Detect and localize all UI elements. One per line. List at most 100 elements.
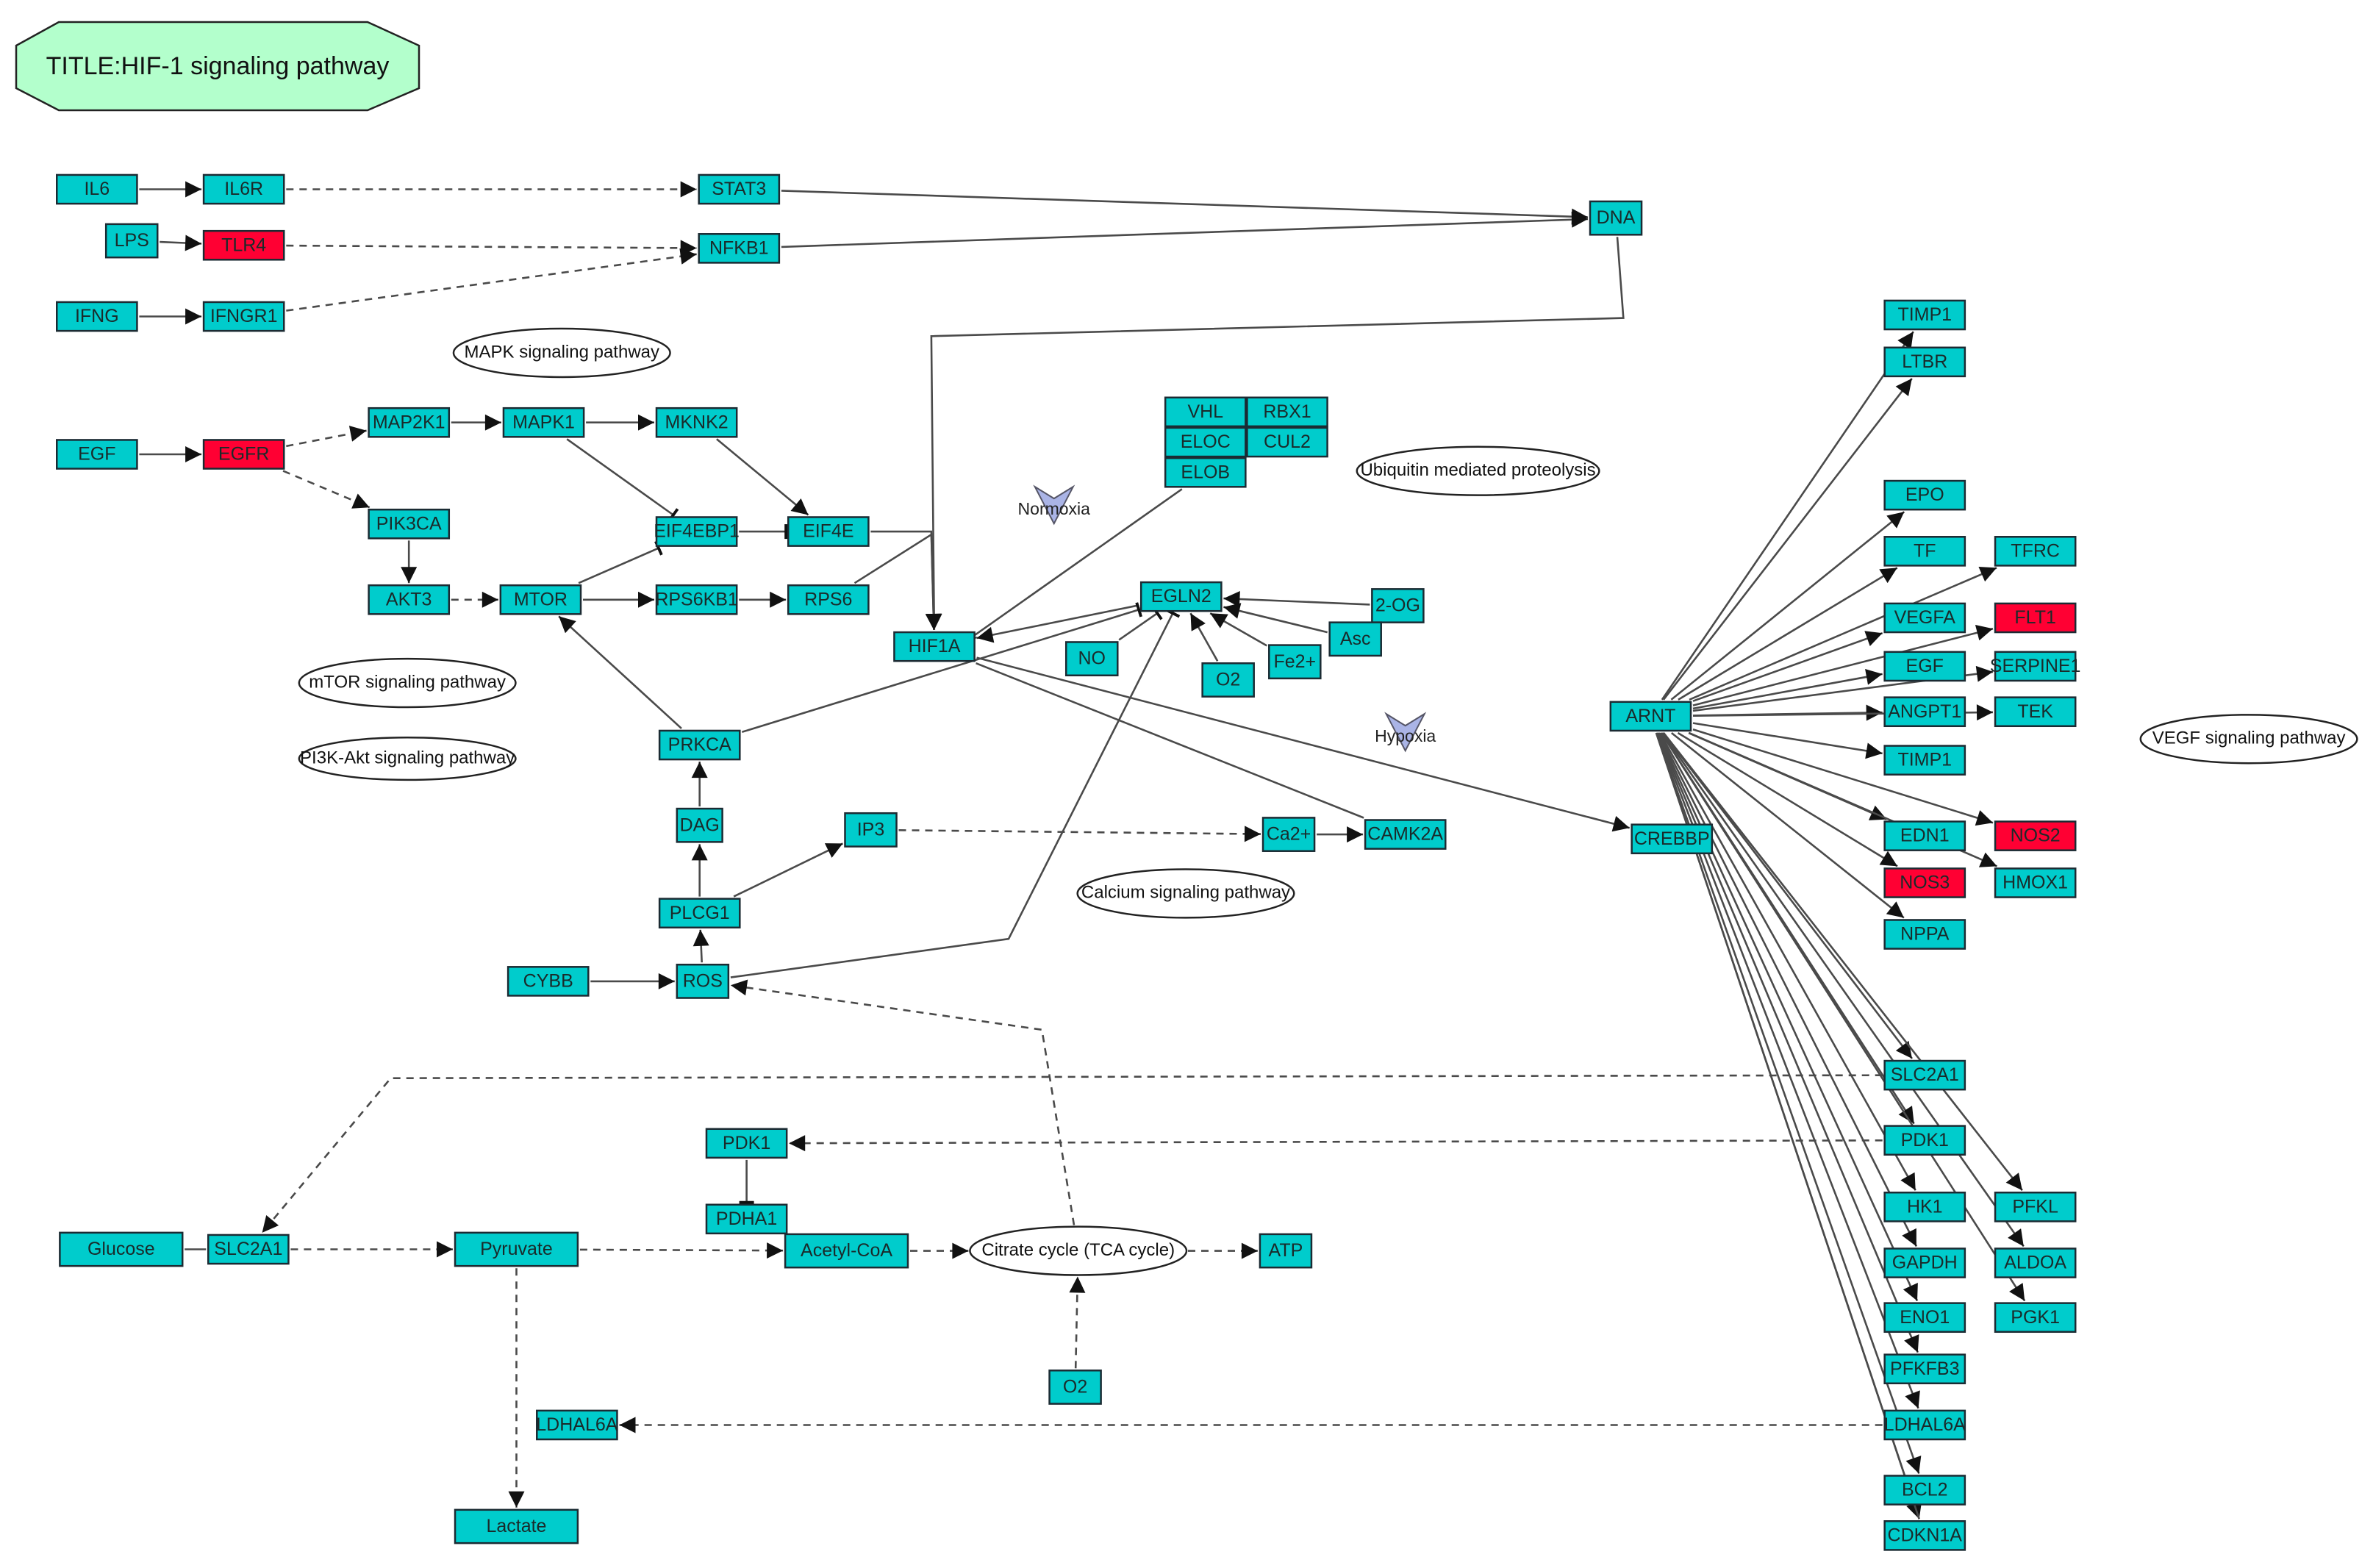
pathway-ubiq[interactable]: Ubiquitin mediated proteolysis <box>1356 445 1600 496</box>
node-label: RPS6 <box>804 589 852 609</box>
node-plcg1[interactable]: PLCG1 <box>658 898 741 928</box>
pathway-pi3k[interactable]: PI3K-Akt signaling pathway <box>298 736 517 781</box>
node-vegfa[interactable]: VEGFA <box>1883 602 1966 634</box>
node-lactate[interactable]: Lactate <box>454 1508 579 1544</box>
node-og2[interactable]: 2-OG <box>1371 588 1425 623</box>
node-no[interactable]: NO <box>1064 641 1119 677</box>
node-dag[interactable]: DAG <box>676 807 723 843</box>
node-camk2a[interactable]: CAMK2A <box>1364 819 1447 850</box>
node-cdkn1a[interactable]: CDKN1A <box>1883 1520 1966 1551</box>
node-pdk1_r[interactable]: PDK1 <box>1883 1125 1966 1156</box>
node-serpine1[interactable]: SERPINE1 <box>1990 651 2081 682</box>
node-box <box>368 584 451 615</box>
node-box <box>454 1508 579 1544</box>
node-label: MKNK2 <box>665 412 729 432</box>
node-pik3ca[interactable]: PIK3CA <box>368 508 451 540</box>
node-nfkb1[interactable]: NFKB1 <box>698 233 781 264</box>
node-ltbr[interactable]: LTBR <box>1883 346 1966 378</box>
pathway-vegf[interactable]: VEGF signaling pathway <box>2139 714 2358 765</box>
node-egfr[interactable]: EGFR <box>202 439 285 470</box>
node-egln2[interactable]: EGLN2 <box>1139 581 1223 612</box>
node-tf[interactable]: TF <box>1883 536 1966 567</box>
node-nos2[interactable]: NOS2 <box>1994 820 2077 851</box>
node-crebbp[interactable]: CREBBP <box>1631 823 1714 855</box>
node-glucose[interactable]: Glucose <box>59 1231 184 1267</box>
node-box <box>1883 602 1966 634</box>
node-pdk1_l[interactable]: PDK1 <box>705 1128 788 1159</box>
node-timp1a[interactable]: TIMP1 <box>1883 299 1966 331</box>
node-pyruvate[interactable]: Pyruvate <box>454 1231 579 1267</box>
node-hif1a[interactable]: HIF1A <box>893 631 976 662</box>
node-edn1[interactable]: EDN1 <box>1883 820 1966 851</box>
node-akt3[interactable]: AKT3 <box>368 584 451 615</box>
node-nos3[interactable]: NOS3 <box>1883 867 1966 898</box>
edge-rps6-to-hif1a <box>853 532 942 631</box>
node-box <box>1883 1059 1966 1091</box>
node-o2b[interactable]: O2 <box>1048 1370 1102 1405</box>
node-acetylcoa[interactable]: Acetyl-CoA <box>784 1233 909 1269</box>
node-eloc[interactable]: ELOC <box>1164 426 1247 458</box>
node-egf_r[interactable]: EGF <box>1883 651 1966 682</box>
pathway-tca[interactable]: Citrate cycle (TCA cycle) <box>969 1225 1188 1276</box>
node-ldhal6a_l[interactable]: LDHAL6A <box>536 1409 618 1441</box>
node-il6r[interactable]: IL6R <box>202 173 285 205</box>
node-map2k1[interactable]: MAP2K1 <box>368 407 451 438</box>
node-pfkl[interactable]: PFKL <box>1994 1192 2077 1222</box>
node-nppa[interactable]: NPPA <box>1883 919 1966 950</box>
node-tfrc[interactable]: TFRC <box>1994 536 2077 567</box>
node-pfkfb3[interactable]: PFKFB3 <box>1883 1353 1966 1385</box>
node-flt1[interactable]: FLT1 <box>1994 602 2077 634</box>
node-eno1[interactable]: ENO1 <box>1883 1302 1966 1333</box>
node-asc[interactable]: Asc <box>1328 621 1382 657</box>
node-label: BCL2 <box>1902 1480 1948 1500</box>
node-arnt[interactable]: ARNT <box>1609 701 1692 732</box>
node-dna[interactable]: DNA <box>1589 200 1643 236</box>
node-prkca[interactable]: PRKCA <box>658 729 741 761</box>
node-elob[interactable]: ELOB <box>1164 457 1247 488</box>
pathway-calcium[interactable]: Calcium signaling pathway <box>1076 868 1295 919</box>
node-timp1b[interactable]: TIMP1 <box>1883 745 1966 776</box>
node-ip3[interactable]: IP3 <box>844 812 898 848</box>
node-atp[interactable]: ATP <box>1259 1233 1313 1269</box>
pathway-mapk[interactable]: MAPK signaling pathway <box>452 327 671 379</box>
node-mtor[interactable]: MTOR <box>499 584 582 615</box>
node-rps6kb1[interactable]: RPS6KB1 <box>655 584 738 615</box>
node-slc2a1_r[interactable]: SLC2A1 <box>1883 1059 1966 1091</box>
pathway-mtor[interactable]: mTOR signaling pathway <box>298 657 517 709</box>
node-rps6[interactable]: RPS6 <box>787 584 870 615</box>
node-stat3[interactable]: STAT3 <box>698 173 781 205</box>
node-hmox1[interactable]: HMOX1 <box>1994 867 2077 898</box>
node-pgk1[interactable]: PGK1 <box>1994 1302 2077 1333</box>
edge-no-to-egln2 <box>1118 606 1163 641</box>
node-ros[interactable]: ROS <box>676 963 730 999</box>
node-cybb[interactable]: CYBB <box>507 966 590 997</box>
node-ca2[interactable]: Ca2+ <box>1261 817 1316 852</box>
node-cul2[interactable]: CUL2 <box>1246 426 1328 458</box>
node-ldhal6a_r[interactable]: LDHAL6A <box>1883 1409 1966 1441</box>
node-hk1[interactable]: HK1 <box>1883 1192 1966 1222</box>
node-eif4ebp1[interactable]: EIF4EBP1 <box>654 516 740 547</box>
node-tlr4[interactable]: TLR4 <box>202 229 285 261</box>
node-gapdh[interactable]: GAPDH <box>1883 1247 1966 1278</box>
edge-arnt-to-gapdh <box>1658 732 1918 1247</box>
node-aldoa[interactable]: ALDOA <box>1994 1247 2077 1278</box>
node-tek[interactable]: TEK <box>1994 696 2077 728</box>
node-mapk1[interactable]: MAPK1 <box>502 407 585 438</box>
node-angpt1[interactable]: ANGPT1 <box>1883 696 1966 728</box>
node-egf_l[interactable]: EGF <box>56 439 138 470</box>
node-label: LDHAL6A <box>536 1414 618 1435</box>
node-mknk2[interactable]: MKNK2 <box>655 407 738 438</box>
node-ifng[interactable]: IFNG <box>56 301 138 332</box>
node-il6[interactable]: IL6 <box>56 173 138 205</box>
node-ifngr1[interactable]: IFNGR1 <box>202 301 285 332</box>
node-eif4e[interactable]: EIF4E <box>787 516 870 547</box>
node-epo[interactable]: EPO <box>1883 479 1966 511</box>
node-vhl[interactable]: VHL <box>1164 396 1247 428</box>
node-bcl2[interactable]: BCL2 <box>1883 1475 1966 1506</box>
node-o2a[interactable]: O2 <box>1201 662 1255 698</box>
node-rbx1[interactable]: RBX1 <box>1246 396 1328 428</box>
node-fe2[interactable]: Fe2+ <box>1268 644 1322 680</box>
node-slc2a1_l[interactable]: SLC2A1 <box>207 1234 290 1265</box>
node-lps[interactable]: LPS <box>104 223 159 259</box>
node-pdha1[interactable]: PDHA1 <box>705 1203 788 1235</box>
